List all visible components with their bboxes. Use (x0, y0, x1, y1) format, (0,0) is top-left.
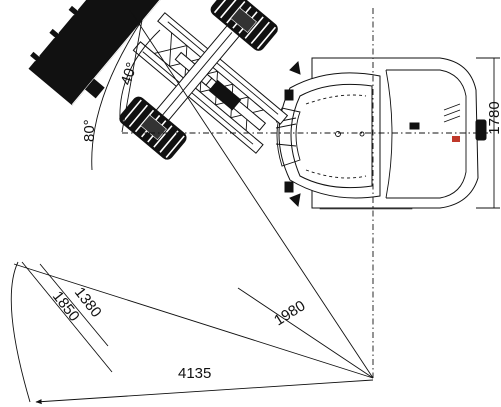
label-width-1780: 1780 (486, 101, 501, 134)
radial-1980 (237, 287, 374, 379)
front-frame (28, 0, 289, 160)
hood-crease (385, 69, 393, 199)
mirror-left (289, 60, 301, 75)
roof-marker-2 (359, 131, 365, 137)
rear-hitch (475, 119, 487, 141)
radial-outer (129, 9, 374, 379)
front-wheel-left (210, 0, 278, 51)
axle-centre (162, 32, 233, 116)
rear-frame (275, 57, 487, 210)
cabin-roof (290, 83, 373, 189)
arc-80 (91, 13, 147, 171)
boom-upper-detail (167, 21, 279, 115)
dim-1380 (39, 263, 109, 347)
dimension-lines (10, 8, 500, 405)
outer-swing-arc (10, 261, 31, 403)
boom-lower-detail (142, 51, 254, 145)
step-bottom (284, 181, 294, 193)
step-top (284, 89, 294, 101)
bucket-teeth (28, 0, 156, 62)
dim-1850 (21, 261, 113, 373)
windscreen (276, 107, 301, 167)
roof-marker (335, 131, 341, 137)
hood-inner-line (386, 69, 467, 199)
label-radius-1980: 1980 (271, 297, 308, 329)
label-angle-40: 40° (118, 60, 141, 87)
dim-4135 (35, 379, 374, 405)
brand-mark (452, 136, 460, 142)
radial-bucket (13, 263, 374, 379)
roof-dots-top (305, 94, 367, 105)
bucket-mount-bottom (84, 78, 105, 99)
brand-lettering (443, 103, 461, 123)
hood-handle (409, 122, 420, 130)
front-wheel-right (119, 96, 187, 160)
angle-ref-line (121, 19, 143, 133)
mirror-right (289, 193, 301, 208)
label-angle-80: 80° (81, 119, 98, 142)
cylinder-body (208, 79, 242, 111)
label-length-4135: 4135 (178, 365, 211, 382)
roof-dots-bottom (305, 169, 367, 179)
arc-40 (119, 29, 161, 121)
